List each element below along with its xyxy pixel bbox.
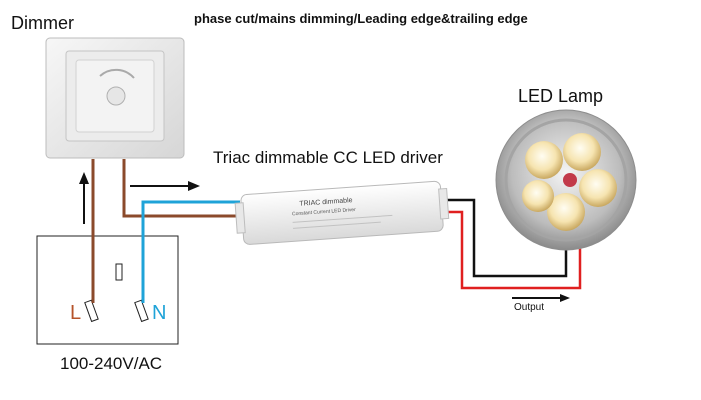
driver-label: Triac dimmable CC LED driver bbox=[213, 148, 443, 167]
led-lamp bbox=[495, 109, 637, 251]
led-bulb bbox=[547, 193, 585, 231]
neutral-wire bbox=[141, 200, 240, 303]
voltage-label: 100-240V/AC bbox=[60, 354, 163, 373]
live-wire-out bbox=[122, 159, 240, 218]
led-driver: TRIAC dimmable Constant Current LED Driv… bbox=[234, 180, 450, 245]
socket-live-slot bbox=[84, 299, 99, 323]
arrow-up-icon bbox=[79, 172, 89, 224]
driver-box-line1: TRIAC dimmable bbox=[299, 197, 353, 208]
output-label: Output bbox=[514, 302, 545, 313]
neutral-label: N bbox=[152, 302, 167, 324]
output-arrow-icon bbox=[512, 294, 570, 302]
diagram-title: phase cut/mains dimming/Leading edge&tra… bbox=[194, 11, 528, 26]
led-center bbox=[563, 173, 577, 187]
socket-neutral-slot bbox=[134, 299, 149, 323]
lamp-label: LED Lamp bbox=[518, 86, 604, 106]
dimmer-switch bbox=[45, 37, 185, 159]
led-bulb bbox=[563, 133, 601, 171]
led-bulb bbox=[522, 180, 554, 212]
dimmer-knob bbox=[106, 86, 126, 106]
dimmer-label: Dimmer bbox=[11, 13, 74, 33]
led-bulb bbox=[525, 141, 563, 179]
led-bulb bbox=[579, 169, 617, 207]
wall-socket bbox=[36, 235, 179, 345]
output-positive-wire bbox=[440, 210, 582, 290]
arrow-right-icon bbox=[130, 181, 200, 191]
output-negative-wire bbox=[440, 198, 568, 278]
socket-earth-slot bbox=[115, 263, 123, 281]
live-label: L bbox=[70, 302, 82, 324]
driver-box-line2: Constant Current LED Driver bbox=[292, 207, 357, 217]
